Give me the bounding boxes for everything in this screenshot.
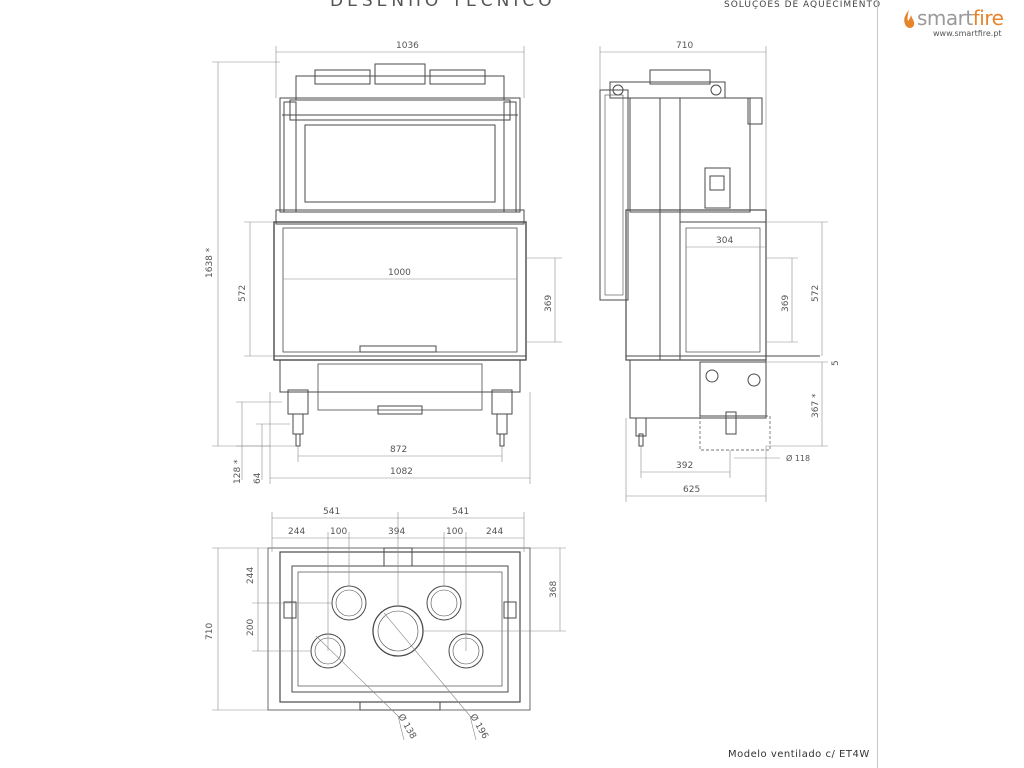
dim-1082: 1082 [390, 467, 413, 477]
dim-100-left: 100 [330, 527, 347, 537]
dim-394: 394 [388, 527, 405, 537]
flame-icon [904, 10, 915, 28]
dim-200-row: 200 [246, 619, 256, 636]
brand-url: www.smartfire.pt [933, 29, 1002, 38]
dim-diameter-138: Ø 138 [395, 712, 418, 741]
side-view [599, 69, 820, 451]
dim-244-right: 244 [486, 527, 503, 537]
dim-369-side: 369 [781, 295, 791, 312]
top-view [267, 547, 531, 711]
top-view-dimensions [212, 512, 566, 741]
model-caption: Modelo ventilado c/ ET4W [728, 749, 870, 760]
front-view-dimensions [212, 46, 562, 484]
dim-1036: 1036 [396, 41, 419, 51]
dim-541-right: 541 [452, 507, 469, 517]
brand-name: smartfire [917, 6, 1004, 30]
side-view-dimensions [599, 46, 828, 502]
dim-541-left: 541 [323, 507, 340, 517]
dim-128: 128 * [233, 459, 243, 484]
dim-5: 5 [831, 360, 841, 366]
dim-367: 367 * [811, 393, 821, 418]
dim-diameter-118: Ø 118 [786, 453, 810, 463]
brand-logo[interactable]: smartfire www.smartfire.pt [902, 6, 1020, 42]
dim-392: 392 [676, 461, 693, 471]
dim-1000: 1000 [388, 268, 411, 278]
drawing-canvas: 1036 1638 * 572 1000 369 872 1082 128 * … [205, 41, 841, 741]
dim-304: 304 [716, 236, 733, 246]
dim-572-front: 572 [238, 285, 248, 302]
dim-100-right: 100 [446, 527, 463, 537]
dim-369-front: 369 [544, 295, 554, 312]
dim-710-top: 710 [205, 623, 215, 640]
page-heading: DESENHO TÉCNICO [330, 0, 556, 11]
dim-572-side: 572 [811, 285, 821, 302]
dim-64: 64 [253, 472, 263, 484]
dim-368: 368 [549, 581, 559, 598]
dim-244-row: 244 [246, 567, 256, 584]
front-view [273, 63, 527, 447]
dim-244-left: 244 [288, 527, 305, 537]
dim-diameter-196: Ø 196 [467, 712, 490, 741]
dim-1638: 1638 * [205, 247, 215, 278]
page-subtitle: SOLUÇÕES DE AQUECIMENTO [724, 0, 882, 10]
page-divider [877, 0, 878, 768]
dim-625: 625 [683, 485, 700, 495]
dim-710-side: 710 [676, 41, 693, 51]
dim-872: 872 [390, 445, 407, 455]
